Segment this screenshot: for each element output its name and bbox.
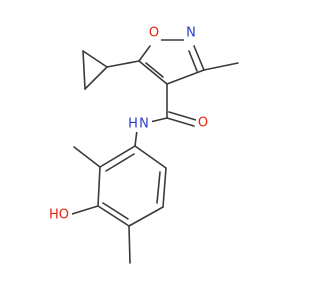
bond-ar6-ar1-inner <box>105 153 135 172</box>
bond-carbonyl-o-inner <box>168 111 197 121</box>
carbonyl-oxygen-label: O <box>198 116 208 131</box>
amide-hydrogen-label: H <box>128 117 138 132</box>
bond-carbonyl-o <box>166 117 195 127</box>
atom-labels: O N O N H HO <box>46 25 210 224</box>
amide-nitrogen-atom: N H <box>128 116 152 132</box>
hydroxyl-label: HO <box>49 208 69 223</box>
bond-ar6-methyl <box>73 146 101 168</box>
bond-ar4-methyl <box>128 225 131 264</box>
bond-ar6-ar1 <box>99 145 136 168</box>
hydroxyl-atom: HO <box>46 207 72 224</box>
bond-cp-c-a <box>84 66 108 90</box>
isoxazole-oxygen-label: O <box>149 26 159 41</box>
bond-n2-c3-inner <box>188 50 198 72</box>
bond-c5-cyclopropyl <box>106 60 140 68</box>
bond-ar1-ar2 <box>134 145 167 169</box>
bond-ar3-ar4 <box>128 206 164 227</box>
bond-ar5-hydroxyl <box>71 205 99 215</box>
bond-n-aryl <box>134 129 138 147</box>
amide-nitrogen-label: N <box>139 117 149 132</box>
bond-c4-c5-inner <box>145 62 164 78</box>
isoxazole-oxygen-atom: O <box>147 25 161 41</box>
molecule-structure: O N O N H HO <box>46 25 239 264</box>
bond-c3-c4 <box>166 69 205 85</box>
bond-c5-o1 <box>138 45 151 62</box>
bond-ar4-ar5 <box>97 205 130 227</box>
bond-cp-b-c <box>82 50 86 90</box>
bond-cp-a-b <box>82 50 108 68</box>
carbonyl-oxygen-atom: O <box>196 115 210 131</box>
bond-carbonyl-n <box>149 117 168 123</box>
bond-n2-c3 <box>193 45 205 71</box>
bond-c3-methyl <box>203 62 239 71</box>
bonds <box>71 39 239 264</box>
isoxazole-nitrogen-atom: N <box>184 25 198 41</box>
bond-ar2-ar3 <box>162 167 167 208</box>
bond-c4-c5 <box>138 60 168 85</box>
bond-ar4-ar5-inner <box>102 202 129 220</box>
isoxazole-nitrogen-label: N <box>186 26 196 41</box>
bond-ar2-ar3-inner <box>156 171 161 204</box>
bond-ar5-ar6 <box>97 166 101 207</box>
